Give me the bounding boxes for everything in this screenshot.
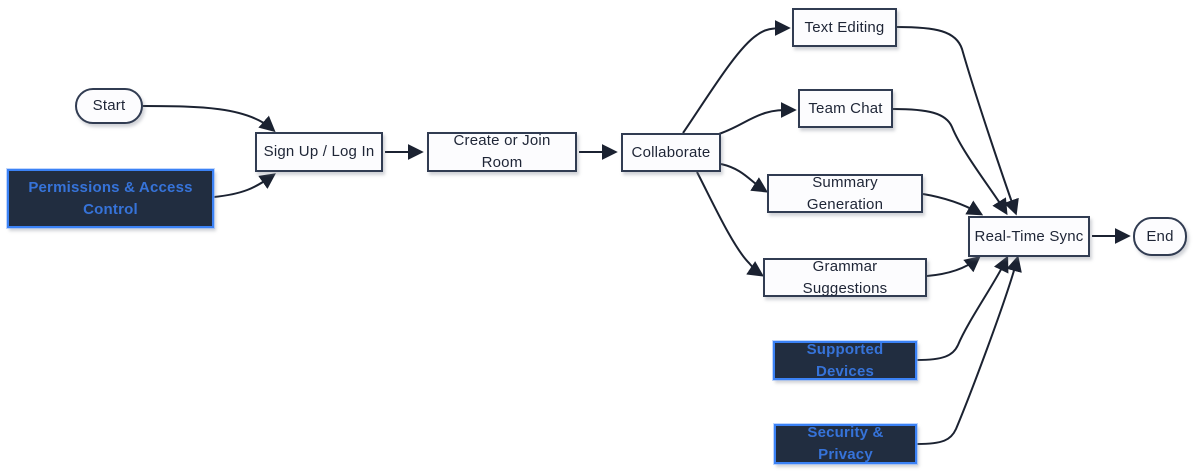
edge-grammar-realtimesync: [926, 255, 981, 277]
edge-textediting-realtimesync: [896, 26, 1019, 216]
node-sign-up-log-in: Sign Up / Log In: [255, 132, 383, 172]
edge-security-realtimesync: [916, 255, 1022, 445]
edge-teamchat-realtimesync: [892, 108, 1008, 216]
node-end: End: [1133, 217, 1187, 256]
edge-collaborate-textediting: [682, 20, 791, 134]
node-supported-devices[interactable]: Supported Devices: [772, 340, 918, 381]
edge-permissions-signup: [213, 173, 276, 198]
edge-collaborate-grammar: [696, 171, 764, 277]
node-security-privacy[interactable]: Security & Privacy: [773, 423, 918, 465]
node-start: Start: [75, 88, 143, 124]
node-real-time-sync: Real-Time Sync: [968, 216, 1090, 257]
node-summary-generation: Summary Generation: [767, 174, 923, 213]
node-text-editing: Text Editing: [792, 8, 897, 47]
edge-start-signup: [142, 105, 276, 133]
node-collaborate: Collaborate: [621, 133, 721, 172]
node-team-chat: Team Chat: [798, 89, 893, 128]
edge-supported-realtimesync: [916, 255, 1009, 361]
node-grammar-suggestions: Grammar Suggestions: [763, 258, 927, 297]
edge-collaborate-summary: [720, 163, 769, 193]
node-permissions-access-control[interactable]: Permissions & Access Control: [6, 168, 215, 229]
edge-collaborate-teamchat: [718, 102, 797, 135]
edge-summary-realtimesync: [922, 193, 984, 216]
node-create-or-join-room: Create or Join Room: [427, 132, 577, 172]
